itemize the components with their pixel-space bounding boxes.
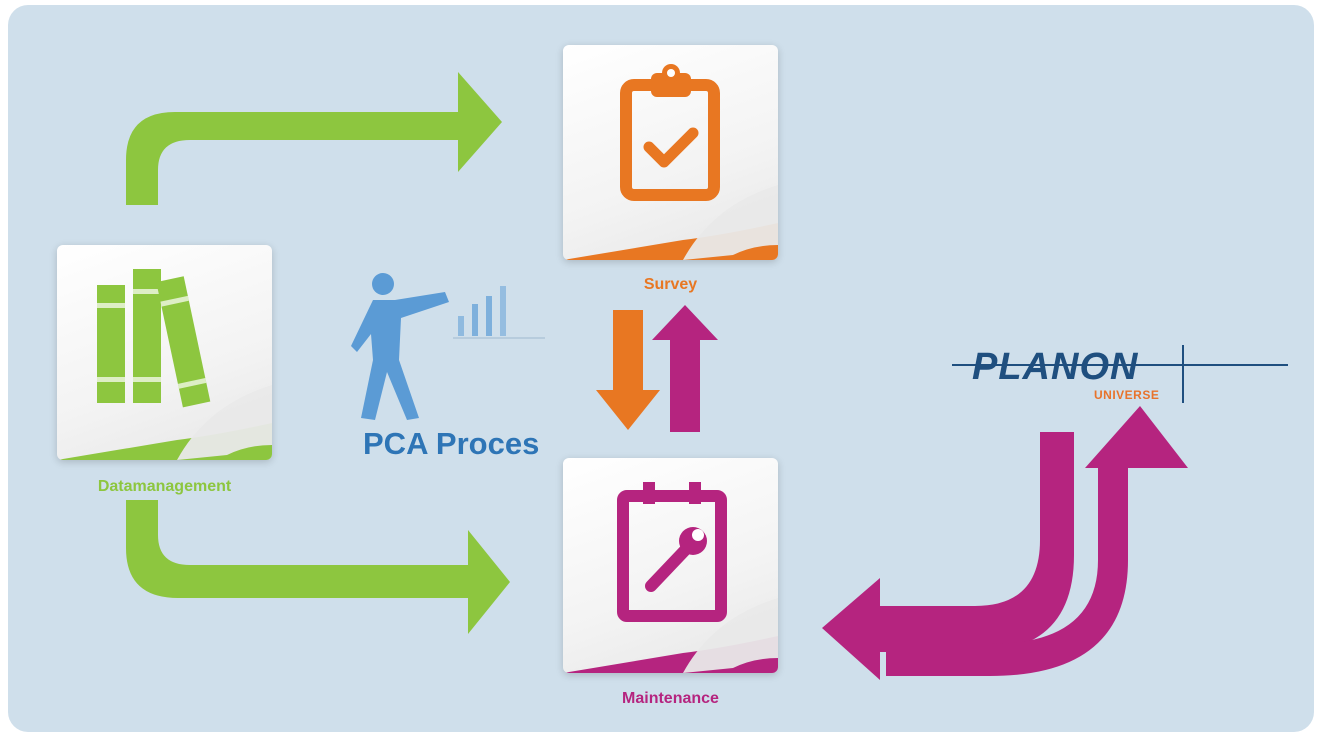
arrow-datamanagement-to-maintenance <box>126 500 510 634</box>
survey-label: Survey <box>643 276 698 293</box>
calendar-wrench-icon <box>563 482 778 673</box>
books-icon <box>57 269 272 460</box>
maintenance-tile[interactable] <box>563 458 778 673</box>
arrow-datamanagement-to-survey <box>126 72 502 205</box>
arrow-planon-to-maintenance <box>822 432 1074 680</box>
arrow-maintenance-to-survey <box>652 305 718 432</box>
maintenance-label: Maintenance <box>622 690 719 707</box>
datamanagement-label: Datamanagement <box>97 478 232 495</box>
arrow-maintenance-to-planon <box>886 406 1188 676</box>
clipboard-check-icon <box>563 64 778 260</box>
survey-tile[interactable] <box>563 45 778 260</box>
planon-logo-text: PLANON <box>972 346 1139 388</box>
logo-line <box>952 364 1288 366</box>
logo-crosshair <box>1182 345 1184 403</box>
diagram-title: PCA Proces <box>363 426 540 461</box>
datamanagement-tile[interactable] <box>57 245 272 460</box>
person-pointing-chart-icon <box>351 273 545 420</box>
planon-logo-subtitle: UNIVERSE <box>1094 388 1160 402</box>
arrow-survey-to-maintenance <box>596 310 660 430</box>
